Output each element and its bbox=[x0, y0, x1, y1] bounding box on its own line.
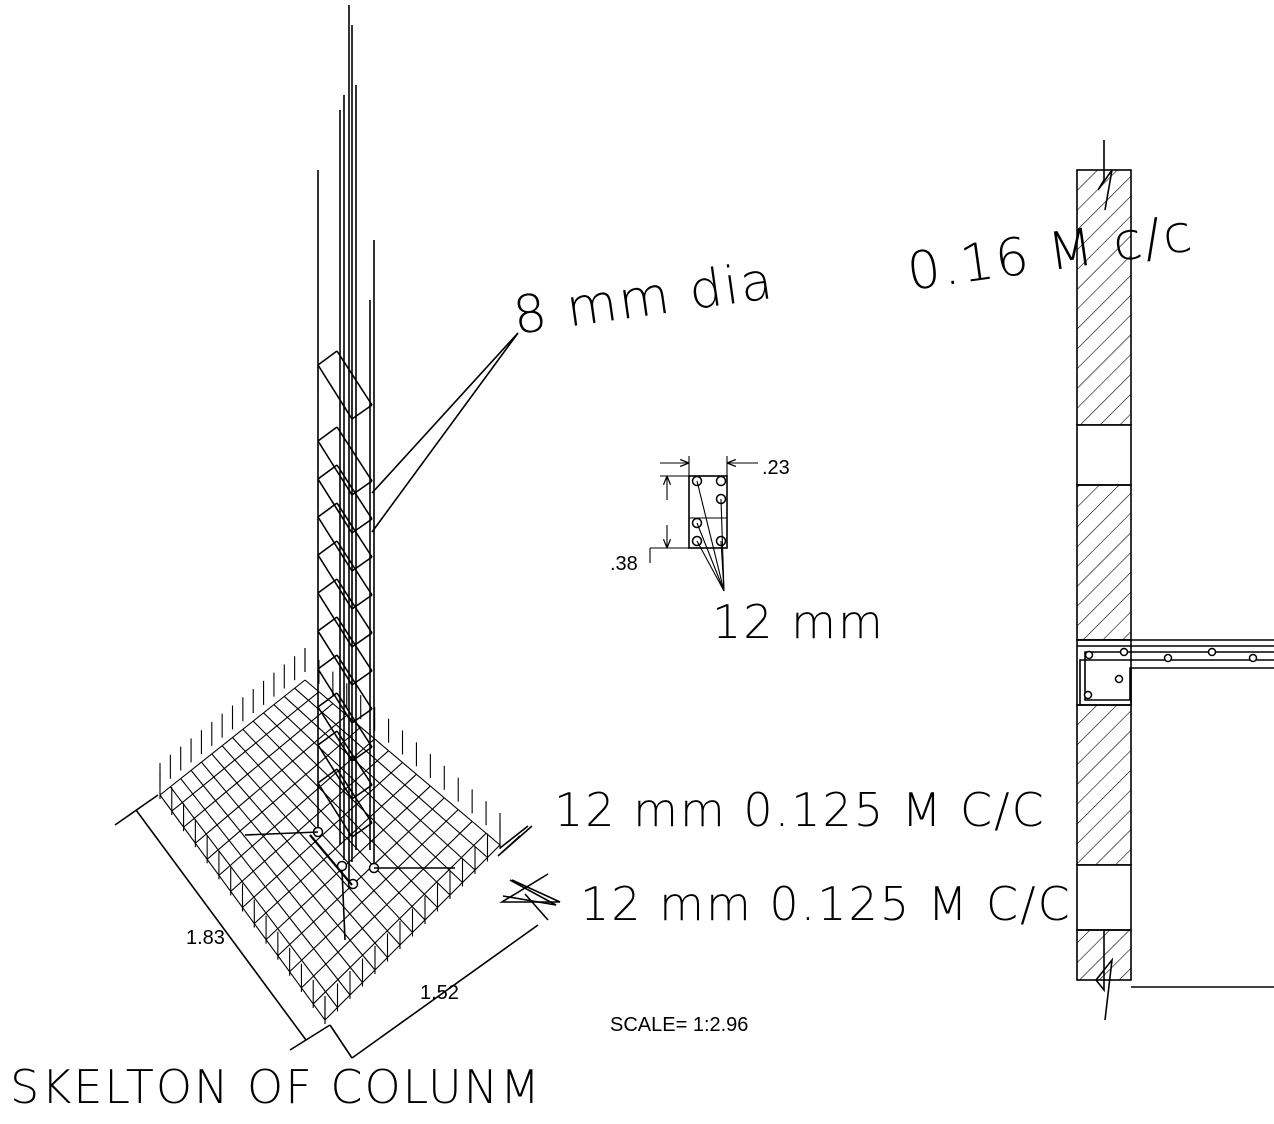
drawing-line bbox=[317, 692, 338, 708]
footing-width-dim: 1.52 bbox=[420, 982, 459, 1004]
drawing-line bbox=[336, 426, 373, 482]
drawing-line bbox=[273, 704, 463, 883]
drawing-line bbox=[336, 464, 373, 520]
drawing-line bbox=[317, 350, 338, 366]
drawing-line bbox=[289, 809, 459, 973]
col-width-dim: .23 bbox=[762, 457, 790, 479]
drawing-line bbox=[317, 668, 353, 724]
drawing-line bbox=[317, 654, 338, 670]
drawing-line bbox=[309, 834, 353, 886]
drawing-line bbox=[329, 1024, 353, 1059]
drawing-line bbox=[336, 578, 373, 634]
drawing-line bbox=[336, 616, 373, 672]
drawing-line bbox=[317, 616, 338, 632]
drawing-line bbox=[336, 730, 373, 786]
stirrup-label: 8 mm dia bbox=[509, 251, 778, 347]
drawing-line bbox=[336, 654, 373, 710]
drawing-line bbox=[317, 464, 338, 480]
drawing-line bbox=[351, 822, 373, 838]
drawing-line bbox=[317, 440, 353, 496]
mesh-leaders bbox=[497, 825, 561, 906]
drawing-line bbox=[336, 540, 373, 596]
drawing-line bbox=[336, 692, 373, 748]
drawing-line bbox=[317, 578, 338, 594]
drawing-line bbox=[336, 768, 373, 824]
main-bar-label: 12 mm bbox=[712, 595, 885, 649]
drawing-line bbox=[277, 797, 445, 957]
drawing-line bbox=[317, 782, 353, 838]
drawing-line bbox=[317, 744, 353, 800]
drawing-line bbox=[351, 404, 373, 420]
mesh-bottom-label: 12 mm 0.125 M C/C bbox=[580, 877, 1072, 931]
drawing-line bbox=[252, 720, 438, 908]
drawing-line bbox=[324, 844, 501, 1021]
drawing-line bbox=[341, 869, 346, 941]
drawing-line bbox=[301, 821, 473, 989]
drawing-line bbox=[336, 502, 373, 558]
stirrup-leader bbox=[371, 332, 519, 533]
drawing-line bbox=[317, 768, 338, 784]
drawing-line bbox=[242, 728, 426, 921]
scale-label: SCALE= 1:2.96 bbox=[610, 1014, 748, 1036]
col-depth-dim: .38 bbox=[610, 553, 638, 575]
drawing-line bbox=[317, 706, 353, 762]
column-cage bbox=[244, 5, 455, 941]
drawing-line bbox=[524, 893, 549, 921]
drawing-line bbox=[294, 687, 488, 858]
drawing-line bbox=[304, 679, 501, 846]
drawing-line bbox=[317, 540, 338, 556]
drawing-line bbox=[317, 502, 338, 518]
footing-length-dim: 1.83 bbox=[186, 927, 225, 949]
column-bar-base bbox=[347, 878, 359, 890]
stirrup-spacing-label: 0.16 M c/c bbox=[903, 203, 1197, 303]
drawing-line bbox=[317, 516, 353, 572]
column-elevation bbox=[1076, 140, 1274, 1021]
mesh-top-label: 12 mm 0.125 M C/C bbox=[554, 783, 1046, 837]
drawing-line bbox=[244, 831, 319, 836]
drawing-title: SKELTON OF COLUNM bbox=[10, 1060, 542, 1114]
drawing-line bbox=[135, 809, 307, 1041]
drawing-line bbox=[317, 592, 353, 648]
drawing-line bbox=[289, 1024, 331, 1051]
drawing-line bbox=[317, 554, 353, 610]
drawing-line bbox=[317, 364, 353, 420]
labels: 8 mm dia 0.16 M c/c 12 mm 12 mm 0.125 M … bbox=[10, 203, 1197, 1114]
drawing-line bbox=[242, 762, 403, 908]
drawing-line bbox=[351, 924, 539, 1059]
drawing-line bbox=[317, 426, 338, 442]
drawing-line bbox=[317, 478, 353, 534]
drawing-line bbox=[253, 773, 417, 924]
footing-mesh bbox=[114, 648, 549, 1059]
drawing-line bbox=[317, 730, 338, 746]
drawing-line bbox=[283, 696, 476, 871]
drawing-line bbox=[317, 630, 353, 686]
drawing-line bbox=[312, 832, 487, 1005]
drawing-line bbox=[336, 350, 373, 406]
column-section bbox=[649, 456, 758, 592]
